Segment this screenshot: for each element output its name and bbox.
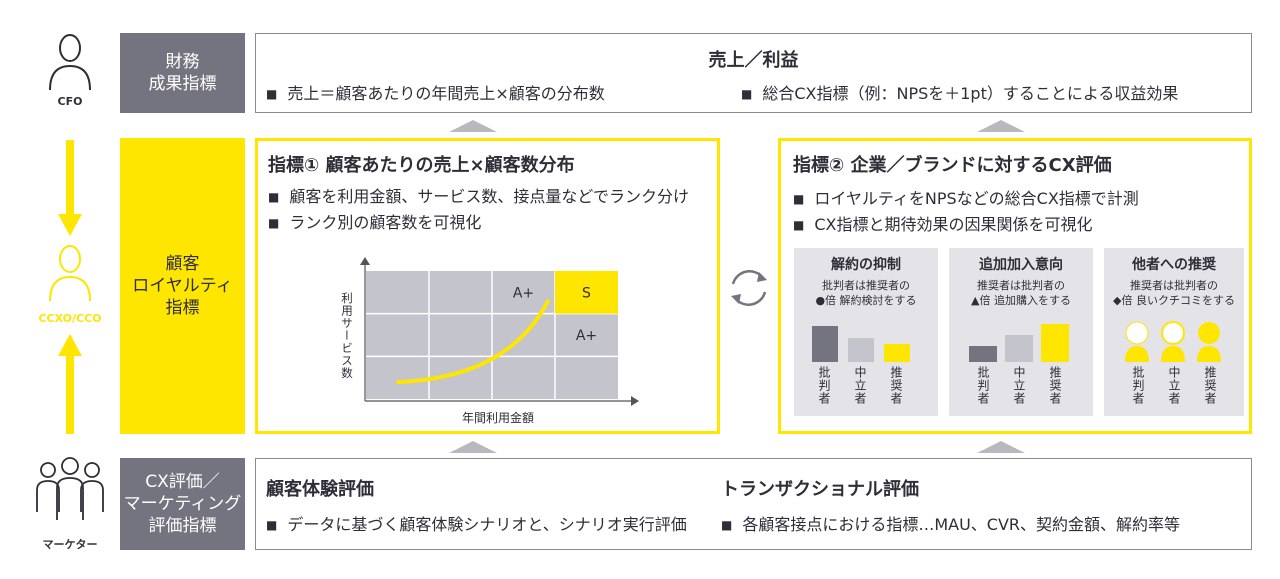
bar-critic bbox=[812, 326, 838, 362]
ccxo-label: CCXO/CCO bbox=[38, 312, 102, 325]
metric2-bullet1: ロイヤルティをNPSなどの総合CX指標で計測 bbox=[793, 185, 1138, 209]
customer-distribution-chart: A+ S A+ bbox=[360, 257, 639, 406]
panel-title: 追加加入意向 bbox=[979, 257, 1063, 273]
label-critic: 批判者 bbox=[976, 366, 990, 405]
cfo-avatar-icon bbox=[44, 32, 96, 92]
down-arrow-icon bbox=[58, 140, 82, 238]
up-triangle-icon bbox=[977, 120, 1025, 132]
marketer-group-icon bbox=[34, 456, 106, 526]
label-critic: 批判者 bbox=[1131, 366, 1145, 405]
loyalty-metrics-label: 顧客 ロイヤルティ 指標 bbox=[120, 138, 245, 434]
panel-desc: 批判者は推奨者の ●倍 解約検討をする bbox=[815, 279, 917, 307]
transactional-eval-bullet: 各顧客接点における指標…MAU、CVR、契約金額、解約率等 bbox=[721, 511, 1180, 535]
x-axis-arrow-icon bbox=[631, 396, 639, 406]
metric1-title: 指標① 顧客あたりの売上×顧客数分布 bbox=[268, 155, 575, 176]
recommendation-panel: 他者への推奨 推奨者は批判者の ◆倍 良いクチコミをする 批判者 中立者 推奨者 bbox=[1104, 248, 1244, 416]
churn-reduction-panel: 解約の抑制 批判者は推奨者の ●倍 解約検討をする 批判者 中立者 推奨者 bbox=[794, 248, 938, 416]
panel-title: 他者への推奨 bbox=[1132, 257, 1216, 273]
chart-x-label: 年間利用金額 bbox=[461, 411, 534, 425]
metric2-box: 指標② 企業／ブランドに対するCX評価 ロイヤルティをNPSなどの総合CX指標で… bbox=[778, 138, 1252, 434]
up-triangle-icon bbox=[977, 441, 1025, 453]
ccxo-avatar-icon bbox=[44, 243, 96, 303]
rank-cell-label: S bbox=[582, 285, 591, 301]
up-arrow-icon bbox=[58, 334, 82, 434]
marketer-label: マーケター bbox=[42, 538, 98, 551]
bar-promoter bbox=[884, 344, 910, 362]
bar-critic bbox=[969, 346, 997, 362]
metric1-bullet1: 顧客を利用金額、サービス数、接点量などでランク分け bbox=[268, 183, 689, 207]
additional-purchase-panel: 追加加入意向 推奨者は批判者の ▲倍 追加購入をする 批判者 中立者 推奨者 bbox=[949, 248, 1093, 416]
label-promoter: 推奨者 bbox=[889, 366, 903, 405]
metric1-box: 指標① 顧客あたりの売上×顧客数分布 顧客を利用金額、サービス数、接点量などでラ… bbox=[255, 138, 720, 434]
label-neutral: 中立者 bbox=[1012, 366, 1026, 405]
label-promoter: 推奨者 bbox=[1048, 366, 1062, 405]
revenue-profit-title: 売上／利益 bbox=[708, 50, 799, 71]
rank-cell-label: A+ bbox=[513, 285, 534, 301]
up-triangle-icon bbox=[449, 120, 497, 132]
bar-neutral bbox=[1005, 335, 1033, 362]
bar-neutral bbox=[848, 338, 874, 362]
chart-y-label: 利用サービス数 bbox=[340, 292, 354, 380]
experience-eval-title: 顧客体験評価 bbox=[266, 479, 374, 500]
revenue-profit-box: 売上／利益 売上＝顧客あたりの年間売上×顧客の分布数 総合CX指標（例：NPSを… bbox=[255, 33, 1252, 113]
person-critic-icon bbox=[1125, 321, 1149, 362]
panel-desc: 推奨者は批判者の ◆倍 良いクチコミをする bbox=[1113, 279, 1235, 307]
panel-desc: 推奨者は批判者の ▲倍 追加購入をする bbox=[971, 279, 1071, 307]
experience-eval-bullet: データに基づく顧客体験シナリオと、シナリオ実行評価 bbox=[266, 511, 686, 535]
finance-metrics-label: 財務 成果指標 bbox=[120, 33, 245, 113]
person-neutral-icon bbox=[1161, 321, 1185, 362]
cycle-arrows-icon bbox=[725, 264, 773, 312]
panel-title: 解約の抑制 bbox=[831, 257, 901, 273]
y-axis-arrow-icon bbox=[360, 257, 370, 265]
person-promoter-icon bbox=[1197, 322, 1221, 362]
bar-promoter bbox=[1041, 324, 1069, 362]
label-critic: 批判者 bbox=[817, 366, 831, 405]
cx-evaluation-box: 顧客体験評価 データに基づく顧客体験シナリオと、シナリオ実行評価 トランザクショ… bbox=[255, 458, 1252, 550]
metric2-title: 指標② 企業／ブランドに対するCX評価 bbox=[793, 155, 1112, 176]
revenue-bullet: 売上＝顧客あたりの年間売上×顧客の分布数 bbox=[266, 80, 604, 104]
rank-cell-label: A+ bbox=[576, 328, 597, 344]
metric2-bullet2: CX指標と期待効果の因果関係を可視化 bbox=[793, 211, 1092, 235]
cfo-label: CFO bbox=[57, 95, 83, 108]
up-triangle-icon bbox=[449, 441, 497, 453]
cx-revenue-bullet: 総合CX指標（例：NPSを＋1pt）することによる収益効果 bbox=[741, 80, 1178, 104]
transactional-eval-title: トランザクショナル評価 bbox=[721, 479, 919, 500]
rank-cell-highlight bbox=[555, 271, 618, 314]
label-promoter: 推奨者 bbox=[1203, 366, 1217, 405]
label-neutral: 中立者 bbox=[853, 366, 867, 405]
metric1-bullet2: ランク別の顧客数を可視化 bbox=[268, 209, 481, 233]
growth-curve bbox=[396, 299, 550, 384]
cx-metrics-label: CX評価／ マーケティング 評価指標 bbox=[120, 458, 245, 550]
label-neutral: 中立者 bbox=[1167, 366, 1181, 405]
